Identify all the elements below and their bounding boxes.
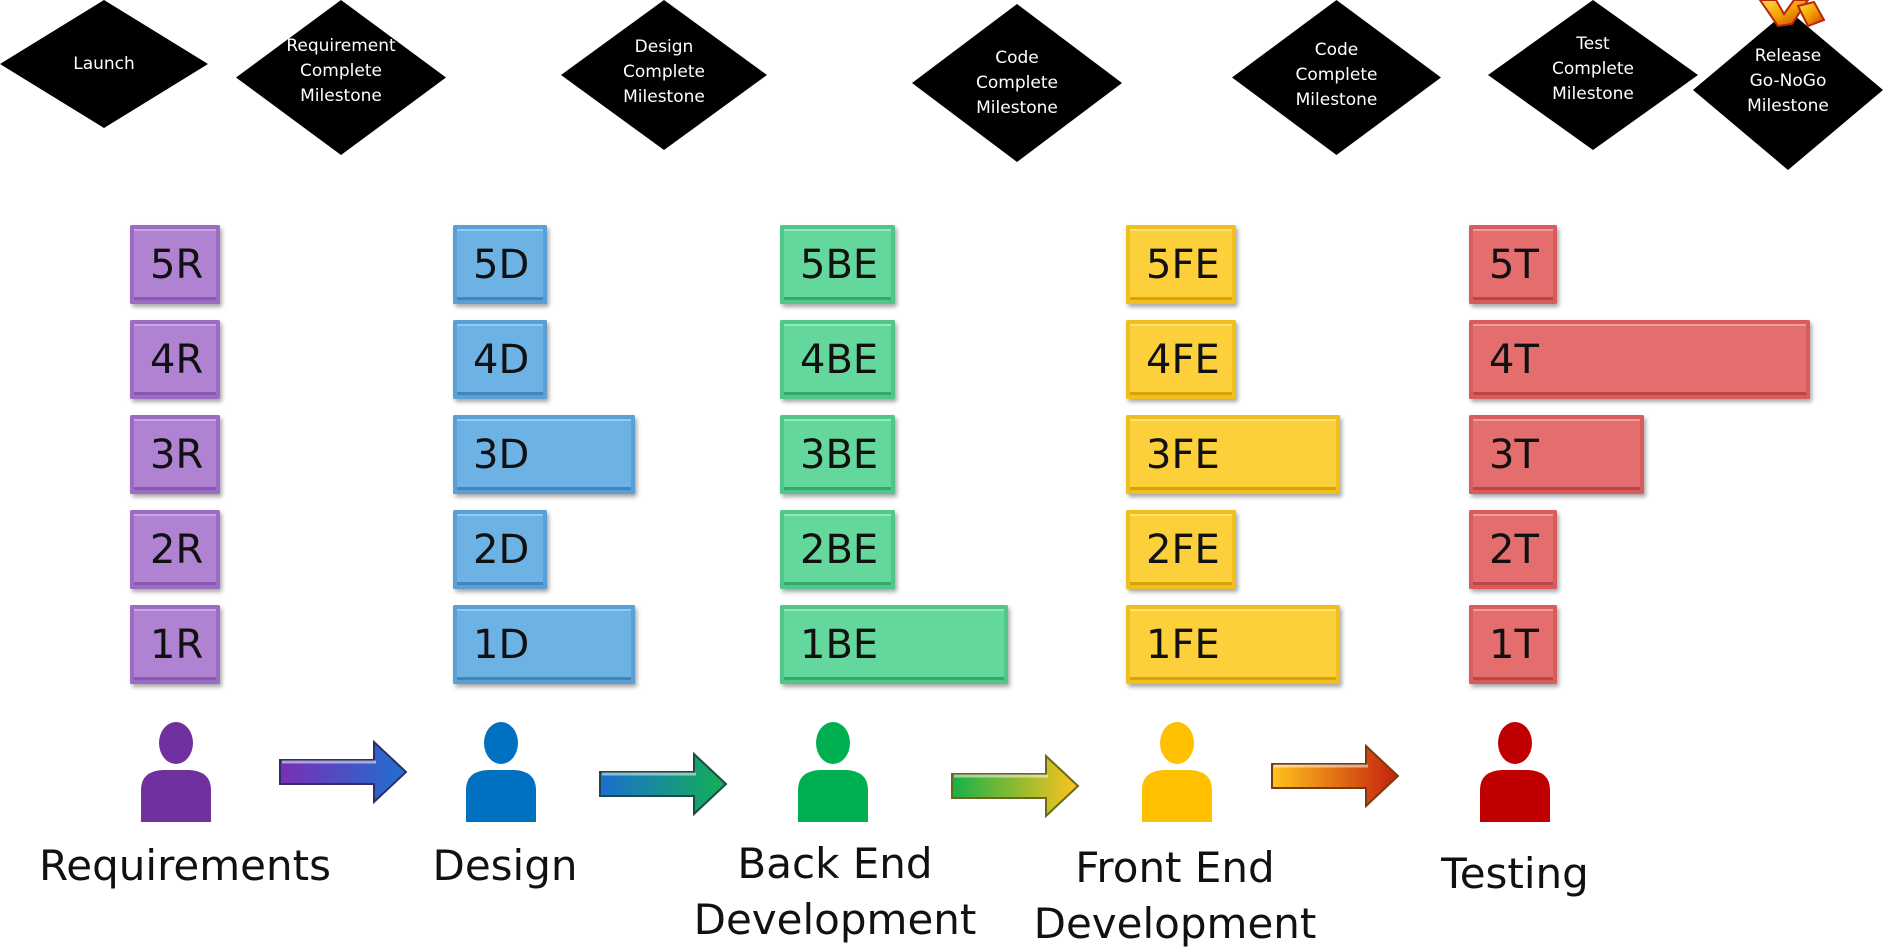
task-5t: 5T [1469, 225, 1557, 304]
milestone-label: Design Complete Milestone [623, 37, 705, 107]
task-label: 4D [473, 336, 530, 383]
task-label: 5BE [800, 241, 879, 288]
task-1fe: 1FE [1126, 605, 1340, 684]
task-4fe: 4FE [1126, 320, 1236, 399]
milestone-code-complete-backend: Code Complete Milestone [912, 4, 1122, 162]
milestone-requirement-complete: Requirement Complete Milestone [236, 0, 446, 155]
task-label: 3FE [1146, 431, 1220, 478]
celebration-icon [1758, 0, 1826, 28]
task-label: 3D [473, 431, 530, 478]
milestone-label: Code Complete Milestone [976, 47, 1058, 118]
arrow-frontend-to-testing-icon [1271, 744, 1400, 808]
phase-label-requirements: Requirements [39, 841, 331, 890]
arrow-design-to-backend-icon [599, 752, 728, 816]
task-label: 1D [473, 621, 530, 668]
frontend-person-icon [1142, 722, 1212, 822]
task-label: 5FE [1146, 241, 1220, 288]
task-5r: 5R [130, 225, 220, 304]
task-label: 4BE [800, 336, 879, 383]
task-4t: 4T [1469, 320, 1810, 399]
task-2fe: 2FE [1126, 510, 1236, 589]
task-label: 2FE [1146, 526, 1220, 573]
phase-label-backend: Back End Development [693, 839, 977, 944]
task-3d: 3D [453, 415, 635, 494]
milestone-code-complete-frontend: Code Complete Milestone [1232, 0, 1441, 155]
task-2d: 2D [453, 510, 547, 589]
task-label: 4FE [1146, 336, 1220, 383]
phase-label-testing: Testing [1441, 849, 1589, 898]
task-label: 5R [150, 241, 204, 288]
task-3be: 3BE [780, 415, 895, 494]
task-label: 4R [150, 336, 204, 383]
task-label: 5D [473, 241, 530, 288]
task-label: 1FE [1146, 621, 1220, 668]
task-label: 2D [473, 526, 530, 573]
task-1be: 1BE [780, 605, 1008, 684]
milestone-launch: Launch [0, 0, 208, 128]
task-label: 2T [1489, 526, 1539, 573]
arrow-requirements-to-design-icon [279, 740, 408, 804]
task-label: 1BE [800, 621, 879, 668]
task-2r: 2R [130, 510, 220, 589]
task-3t: 3T [1469, 415, 1644, 494]
requirements-person-icon [141, 722, 211, 822]
task-2be: 2BE [780, 510, 895, 589]
milestone-label: Release Go-NoGo Milestone [1747, 45, 1829, 116]
milestone-release-go-nogo: Release Go-NoGo Milestone [1693, 10, 1883, 170]
task-1d: 1D [453, 605, 635, 684]
task-label: 5T [1489, 241, 1539, 288]
task-2t: 2T [1469, 510, 1557, 589]
task-label: 1R [150, 621, 204, 668]
phase-label-frontend: Front End Development [1033, 843, 1317, 948]
design-person-icon [466, 722, 536, 822]
task-4r: 4R [130, 320, 220, 399]
arrow-backend-to-frontend-icon [951, 754, 1080, 818]
task-label: 3T [1489, 431, 1539, 478]
backend-person-icon [798, 722, 868, 822]
milestone-label: Requirement Complete Milestone [286, 36, 396, 106]
task-label: 2R [150, 526, 204, 573]
task-label: 3BE [800, 431, 879, 478]
task-4d: 4D [453, 320, 547, 399]
task-5be: 5BE [780, 225, 895, 304]
task-1t: 1T [1469, 605, 1557, 684]
task-label: 3R [150, 431, 204, 478]
task-5d: 5D [453, 225, 547, 304]
milestone-design-complete: Design Complete Milestone [561, 0, 767, 150]
task-label: 4T [1489, 336, 1539, 383]
task-5fe: 5FE [1126, 225, 1236, 304]
milestone-label: Launch [73, 53, 135, 74]
milestone-label: Test Complete Milestone [1552, 33, 1634, 104]
task-1r: 1R [130, 605, 220, 684]
milestone-label: Code Complete Milestone [1295, 39, 1378, 110]
phase-label-design: Design [432, 841, 578, 890]
task-3fe: 3FE [1126, 415, 1340, 494]
task-4be: 4BE [780, 320, 895, 399]
task-label: 1T [1489, 621, 1539, 668]
task-3r: 3R [130, 415, 220, 494]
testing-person-icon [1480, 722, 1550, 822]
task-label: 2BE [800, 526, 879, 573]
milestone-test-complete: Test Complete Milestone [1488, 0, 1698, 150]
